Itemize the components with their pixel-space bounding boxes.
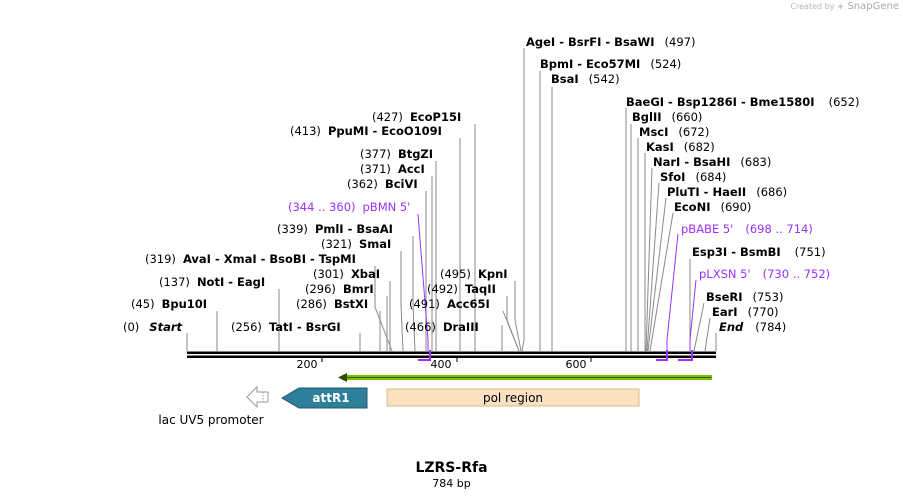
site-nari: NarI - BsaHI(683) [653, 155, 771, 169]
site-bsai: BsaI(542) [551, 72, 620, 86]
site-tati: (256)TatI - BsrGI [231, 320, 341, 334]
primer-plxsn: pLXSN 5'(730 .. 752) [699, 267, 830, 281]
lac-uv5-promoter: lac UV5 promoter [158, 385, 269, 427]
site-kasi: KasI(682) [646, 140, 715, 154]
connector-smai [400, 251, 404, 352]
site-baegi: BaeGI - Bsp1286I - Bme1580I(652) [626, 95, 860, 109]
ruler: 200 400 600 [297, 357, 592, 371]
connector-pluti [647, 197, 667, 352]
site-agei: AgeI - BsrFI - BsaWI(497) [526, 35, 695, 49]
site-bstxi: (286)BstXI [296, 297, 368, 311]
site-sfoi: SfoI(684) [660, 170, 726, 184]
connector-nari [645, 167, 653, 352]
plasmid-name: LZRS-Rfa [415, 460, 488, 476]
site-acci: (371)AccI [360, 162, 425, 176]
primer-pbmn: (344 .. 360)pBMN 5' [288, 200, 410, 214]
primer-mark-plxsn [678, 350, 693, 361]
pol-region-box [386, 388, 640, 407]
lac-uv5-arrow-icon [246, 385, 269, 409]
site-bcivi: (362)BciVI [347, 177, 418, 191]
site-smai: (321)SmaI [321, 237, 391, 251]
site-eari: EarI(770) [712, 305, 779, 319]
lac-uv5-label: lac UV5 promoter [158, 413, 263, 427]
connector-taqii [506, 296, 520, 352]
enzyme-labels: (0)Start (45)Bpu10I (137)NotI - EagI (31… [123, 35, 860, 334]
ruler-label-400: 400 [431, 358, 452, 371]
primer-pbabe: pBABE 5'(698 .. 714) [681, 222, 813, 236]
site-econi: EcoNI(690) [674, 200, 751, 214]
site-connector-lines [186, 48, 717, 352]
ruler-label-600: 600 [566, 358, 587, 371]
site-kpni: (495)KpnI [440, 267, 508, 281]
backbone-strand-bottom [187, 355, 716, 358]
connector-agei [521, 48, 525, 352]
primer-connector-lines [417, 213, 697, 351]
site-acc65i: (491)Acc65I [409, 297, 490, 311]
connector-plxsn [689, 279, 697, 351]
ruler-label-200: 200 [297, 358, 318, 371]
site-bpu10i: (45)Bpu10I [131, 297, 207, 311]
attr1-arrow-shape [281, 387, 368, 409]
orf-arrow-head [338, 373, 347, 382]
credit-prefix: Created by [790, 2, 835, 11]
connector-pbabe [666, 233, 679, 351]
pol-region-label: pol region [483, 391, 543, 405]
primer-mark-pbmn [418, 350, 431, 361]
connector-pbmn [417, 213, 429, 351]
site-msci: MscI(672) [639, 125, 709, 139]
orf-arrow [338, 373, 712, 382]
site-pmli: (339)PmlI - BsaAI [277, 222, 393, 236]
connector-sfoi [646, 182, 660, 352]
site-bseri: BseRI(753) [706, 290, 783, 304]
plasmid-length: 784 bp [432, 477, 471, 490]
site-ppumi: (413)PpuMI - EcoO109I [290, 124, 442, 138]
site-taqii: (492)TaqII [427, 282, 496, 296]
primer-marks [418, 350, 693, 361]
snapgene-logo-icon [838, 2, 844, 11]
site-ecop15i: (427)EcoP15I [372, 110, 461, 124]
primer-labels: (344 .. 360)pBMN 5' pBABE 5'(698 .. 714)… [288, 200, 830, 281]
attr1-label: attR1 [312, 391, 349, 405]
site-bmri: (296)BmrI [305, 282, 374, 296]
site-draiii: (466)DraIII [405, 320, 479, 334]
plasmid-title-block: LZRS-Rfa 784 bp [0, 460, 903, 490]
connector-bseri [693, 302, 705, 352]
snapgene-credit: Created by SnapGene [790, 1, 899, 12]
connector-kpni [514, 281, 522, 352]
site-pluti: PluTI - HaeII(686) [667, 185, 787, 199]
site-btgzi: (377)BtgZI [360, 147, 433, 161]
site-avai: (319)AvaI - XmaI - BsoBI - TspMI [145, 252, 356, 266]
site-xbai: (301)XbaI [313, 267, 380, 281]
pol-region-feature: pol region [386, 388, 640, 407]
site-bglii: BglII(660) [632, 110, 702, 124]
site-noti: (137)NotI - EagI [159, 275, 265, 289]
primer-mark-pbabe [656, 350, 668, 361]
site-start: (0)Start [123, 320, 183, 334]
site-bpmi: BpmI - Eco57MI(524) [540, 57, 681, 71]
credit-brand: SnapGene [847, 1, 899, 12]
connector-pmli [412, 236, 416, 352]
backbone-strand-top [187, 351, 716, 354]
connector-eari [704, 317, 711, 352]
connector-avai [374, 266, 393, 352]
attr1-feature: attR1 [281, 387, 368, 409]
connector-econi [649, 212, 674, 352]
site-esp3i: Esp3I - BsmBI(751) [692, 245, 826, 259]
site-end: End(784) [719, 320, 786, 334]
